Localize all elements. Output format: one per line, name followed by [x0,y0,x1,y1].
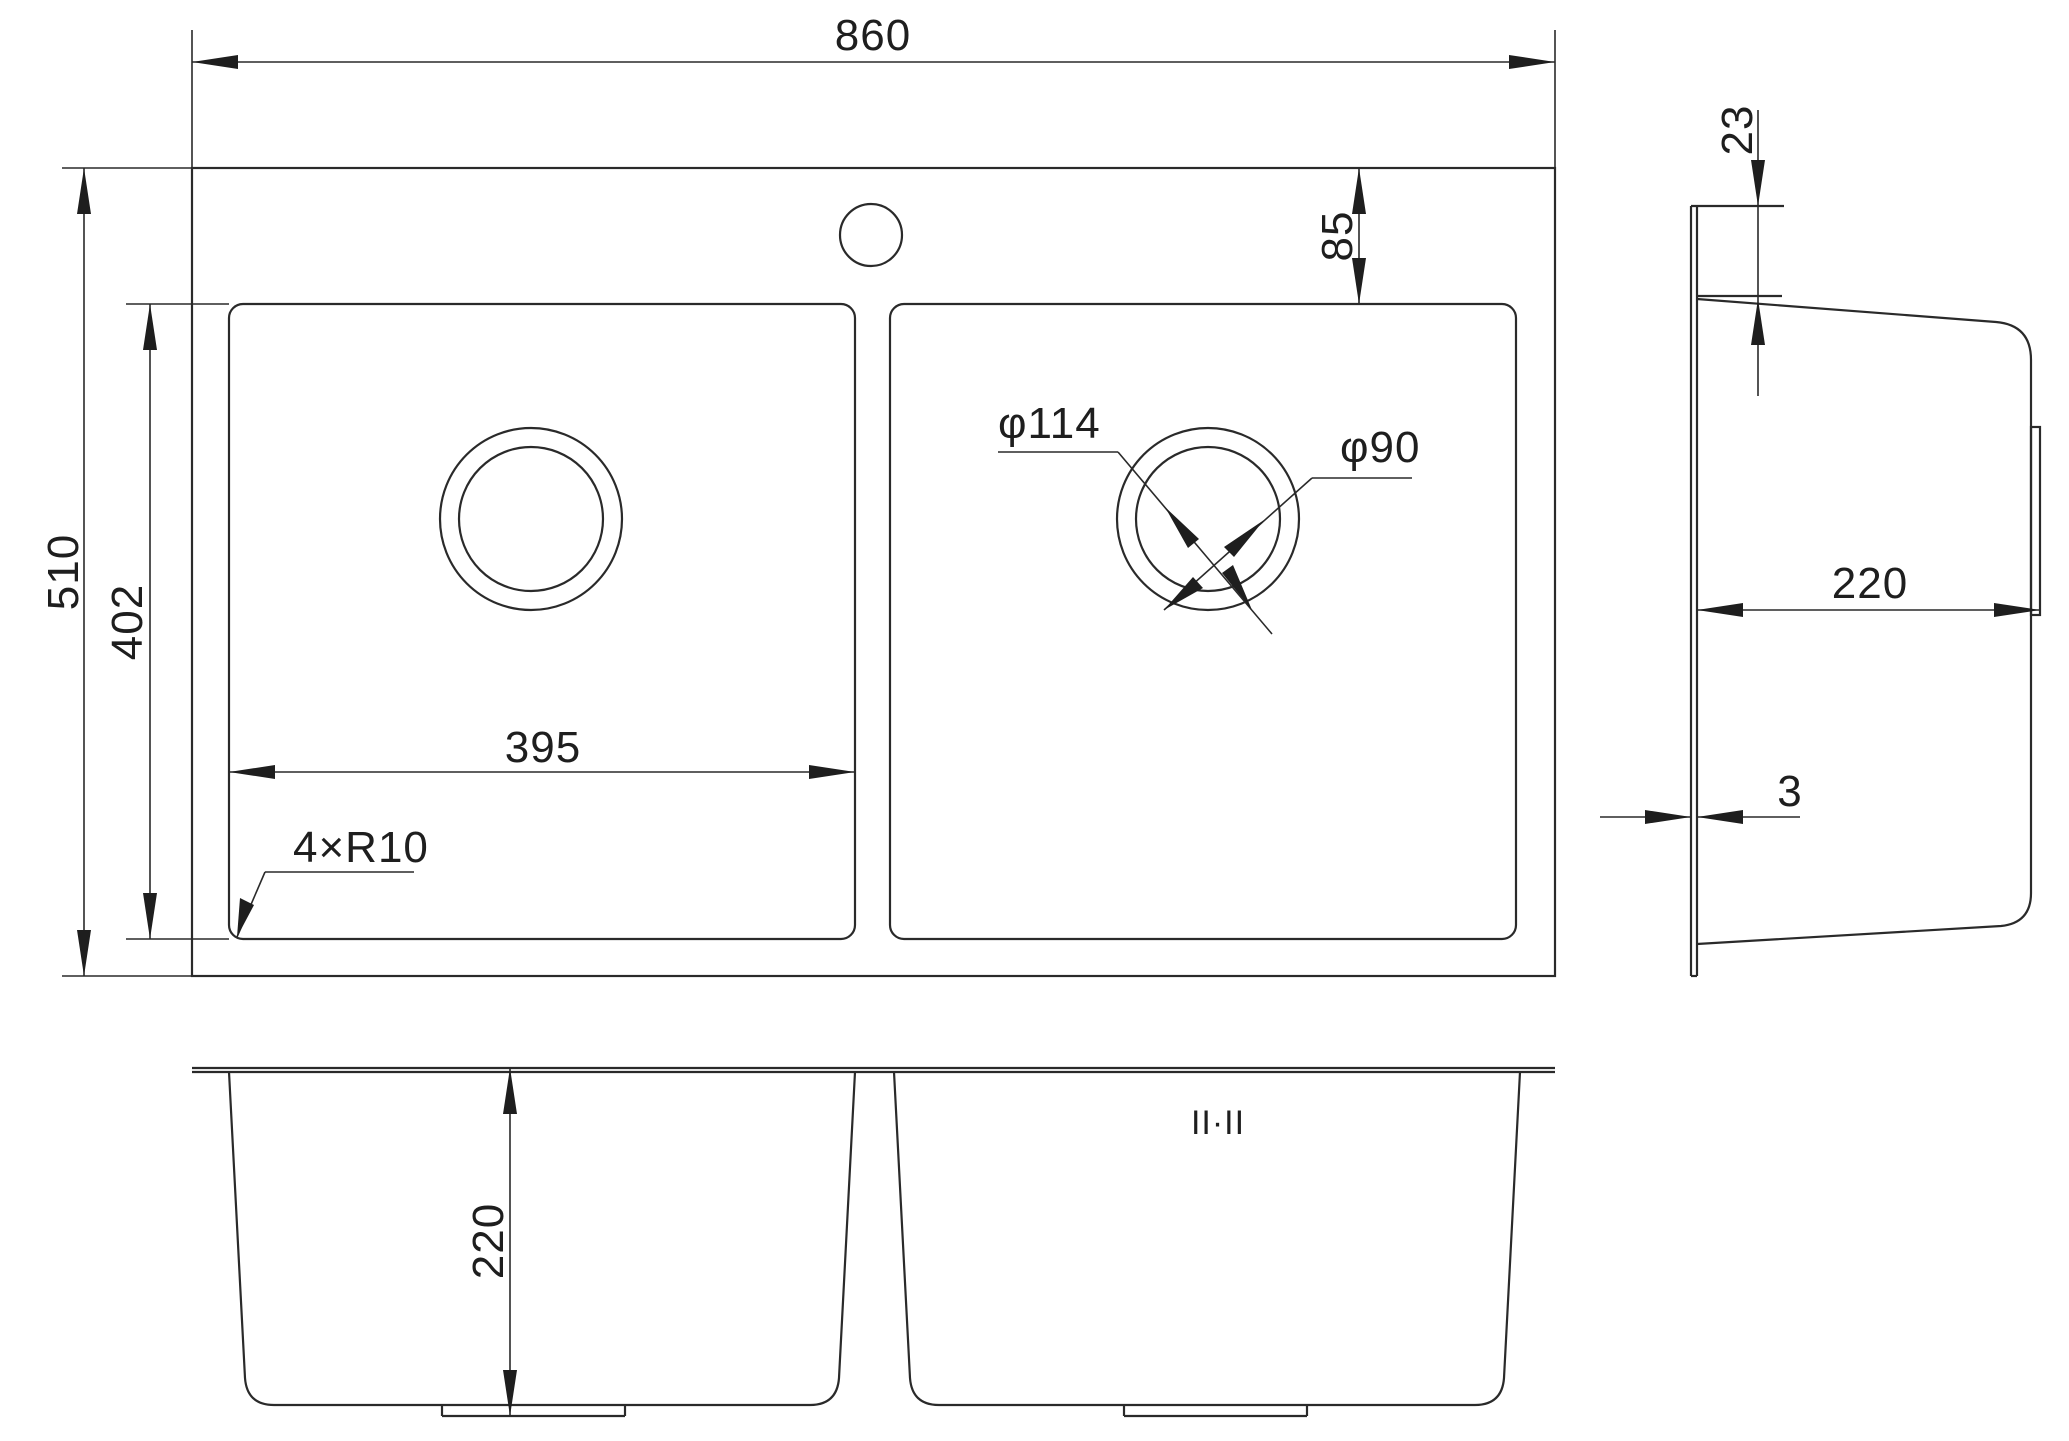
dim-flange-height: 23 [1697,105,1782,396]
front-left-bowl [227,1071,857,1407]
side-bowl-profile [1696,297,2033,946]
top-view [190,166,1557,978]
dim-text-23: 23 [1713,105,1762,156]
dim-drain-outer: φ114 [998,399,1273,635]
dim-text-220-front: 220 [464,1203,513,1279]
dim-text-phi90: φ90 [1340,423,1420,472]
dim-text-395: 395 [505,723,581,772]
dim-text-85: 85 [1313,211,1362,262]
left-drain-outer [438,426,624,612]
dim-corner-radius: 4×R10 [236,823,429,938]
dim-text-510: 510 [39,534,88,610]
dim-bowl-height: 220 [464,1068,517,1416]
dim-text-4xr10: 4×R10 [293,823,429,872]
dim-flange-thickness: 3 [1600,767,1802,824]
dim-overall-width: 860 [191,11,1556,168]
dim-text-220-side: 220 [1832,559,1908,608]
dim-text-860: 860 [835,11,911,60]
dim-text-3: 3 [1777,767,1802,816]
overflow-mark: II·II [1191,1104,1245,1142]
dim-text-phi114: φ114 [998,399,1101,448]
front-view: II·II [192,1066,1555,1418]
right-drain-inner [1134,445,1282,593]
dim-faucet-offset: 85 [1313,168,1366,304]
front-right-bowl [892,1071,1522,1407]
dim-text-402: 402 [103,584,152,660]
faucet-hole [838,202,904,268]
sink-outline [190,166,1557,978]
left-drain-inner [457,445,605,593]
right-bowl [888,302,1518,941]
dim-drain-inner: φ90 [1163,423,1420,611]
dim-bowl-depth: 402 [103,303,229,940]
left-bowl [227,302,857,941]
dim-side-height: 220 [1697,559,2040,617]
right-drain-outer [1115,426,1301,612]
dim-overall-depth: 510 [39,167,192,977]
dim-bowl-width: 395 [229,723,855,779]
